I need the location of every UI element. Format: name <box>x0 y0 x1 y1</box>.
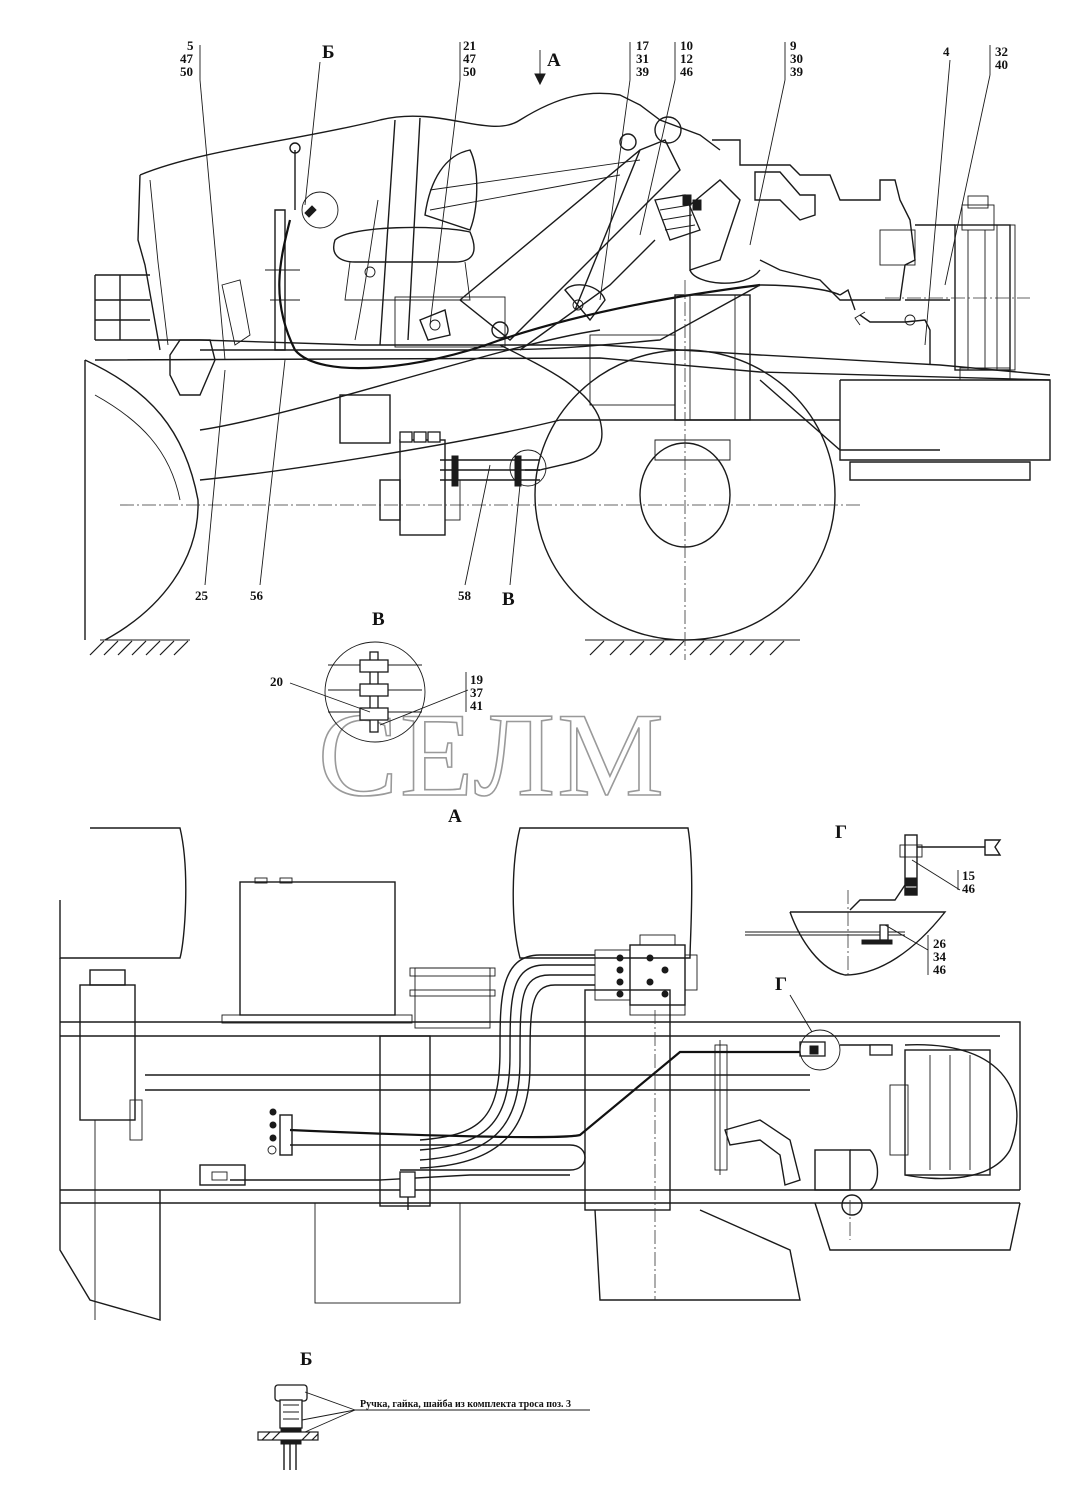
svg-text:39: 39 <box>636 64 650 79</box>
svg-text:47: 47 <box>180 51 194 66</box>
svg-text:47: 47 <box>463 51 477 66</box>
callout-4: 4 <box>943 44 950 59</box>
callout-19-37-41: 19 37 41 <box>470 672 484 713</box>
plan-view-a: А <box>59 806 1021 1321</box>
svg-text:46: 46 <box>933 962 947 977</box>
plan-cable-main <box>289 1050 800 1139</box>
detail-b-title: Б <box>300 1349 313 1370</box>
lift-arm <box>458 139 681 341</box>
svg-text:12: 12 <box>680 51 693 66</box>
detail-circle-v <box>509 449 547 487</box>
side-view: 5 47 50 Б 21 47 50 А 17 31 39 10 12 46 9… <box>84 38 1051 660</box>
svg-text:17: 17 <box>636 38 650 53</box>
svg-text:21: 21 <box>463 38 476 53</box>
view-marker-v: В <box>502 589 515 610</box>
svg-text:34: 34 <box>933 949 947 964</box>
radiator <box>954 195 1016 381</box>
cab-window-frame <box>379 117 421 346</box>
control-cable-2 <box>200 284 841 351</box>
svg-text:19: 19 <box>470 672 484 687</box>
engine-block <box>712 139 916 301</box>
callout-32-40: 32 40 <box>995 44 1008 72</box>
svg-text:46: 46 <box>680 64 694 79</box>
fuel-tank <box>239 881 396 1016</box>
callout-26-34-46: 26 34 46 <box>933 936 947 977</box>
svg-text:30: 30 <box>790 51 803 66</box>
svg-text:15: 15 <box>962 868 976 883</box>
callout-5-47-50: 5 47 50 <box>180 38 194 79</box>
callout-9-30-39: 9 30 39 <box>790 38 804 79</box>
dozer-blade <box>84 359 199 641</box>
detail-circle-g <box>799 1029 841 1071</box>
lower-distributor <box>379 431 540 536</box>
detail-b: Б Ручка, гайка, шайба из комплекта троса… <box>257 1349 590 1470</box>
svg-text:37: 37 <box>470 685 484 700</box>
view-marker-b: Б <box>322 42 335 63</box>
cab-outline <box>139 92 721 176</box>
hydraulic-distributor <box>594 934 698 1016</box>
plan-frame <box>60 1021 1020 1204</box>
leader-lines-side <box>199 42 991 586</box>
plan-cable-2 <box>290 1144 586 1171</box>
svg-text:41: 41 <box>470 698 483 713</box>
control-valve-cab <box>654 179 761 284</box>
detail-b-note: Ручка, гайка, шайба из комплекта троса п… <box>360 1399 571 1410</box>
svg-text:50: 50 <box>180 64 193 79</box>
view-marker-a: А <box>547 50 561 71</box>
svg-text:39: 39 <box>790 64 804 79</box>
fan-shroud <box>904 1044 1018 1180</box>
detail-v: В 20 19 37 41 <box>270 609 484 743</box>
detail-v-title: В <box>372 609 385 630</box>
svg-text:31: 31 <box>636 51 649 66</box>
callout-10-12-46: 10 12 46 <box>680 38 694 79</box>
svg-text:10: 10 <box>680 38 693 53</box>
svg-text:5: 5 <box>187 38 194 53</box>
svg-text:26: 26 <box>933 936 947 951</box>
detail-g-title: Г <box>835 822 847 843</box>
hose-bundle <box>419 954 595 1169</box>
callout-58: 58 <box>458 588 472 603</box>
control-cable-1 <box>278 219 761 370</box>
operator-seat <box>333 149 478 263</box>
svg-text:50: 50 <box>463 64 476 79</box>
callout-20: 20 <box>270 674 283 689</box>
detail-g: Г 15 46 26 34 46 <box>745 822 1002 977</box>
svg-text:46: 46 <box>962 881 976 896</box>
svg-text:32: 32 <box>995 44 1008 59</box>
lever-block-plan <box>199 1108 416 1210</box>
view-marker-g: Г <box>775 974 787 995</box>
callout-56: 56 <box>250 588 264 603</box>
rear-wheel <box>120 280 860 660</box>
svg-text:9: 9 <box>790 38 797 53</box>
callout-21-47-50: 21 47 50 <box>463 38 477 79</box>
svg-text:40: 40 <box>995 57 1008 72</box>
ground-hatch <box>89 639 800 656</box>
callout-25: 25 <box>195 588 209 603</box>
callout-17-31-39: 17 31 39 <box>636 38 650 79</box>
callout-15-46: 15 46 <box>962 868 976 896</box>
detail-circle-b <box>301 191 339 229</box>
view-a-title: А <box>448 806 462 827</box>
